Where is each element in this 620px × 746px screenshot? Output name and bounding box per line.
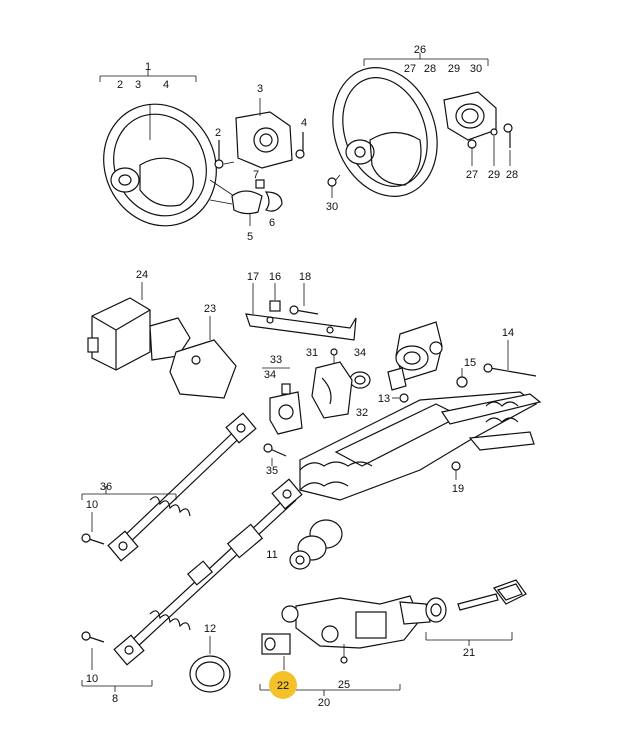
lock-cylinder-part-21 xyxy=(425,579,527,646)
ignition-lock-assembly-part-20 xyxy=(259,595,431,696)
tie-rod-boot xyxy=(485,401,519,423)
callout-labels: 1 2 3 4 3 2 4 7 5 6 26 27 28 29 30 30 27… xyxy=(86,44,518,709)
bolt-part-19 xyxy=(451,461,461,480)
callout-26: 26 xyxy=(414,44,426,56)
callout-14: 14 xyxy=(502,327,514,339)
callout-27-top: 27 xyxy=(404,63,416,75)
callout-3-top: 3 xyxy=(135,79,141,91)
callout-6: 6 xyxy=(269,217,275,229)
bracket-part-32 xyxy=(311,361,353,419)
ignition-switch-part-22 xyxy=(261,633,291,670)
steering-wheel-assembly-26 xyxy=(327,53,489,198)
callout-2-top: 2 xyxy=(117,79,123,91)
callout-34: 34 xyxy=(354,347,366,359)
nut-part-16 xyxy=(269,283,281,312)
horn-bracket-part xyxy=(235,98,293,169)
callout-19: 19 xyxy=(452,483,464,495)
screw-part-2 xyxy=(214,140,235,169)
callout-30: 30 xyxy=(326,201,338,213)
bolt-part-18 xyxy=(289,283,319,315)
contact-part-7 xyxy=(255,179,265,189)
callout-28: 28 xyxy=(506,169,518,181)
bolt-part-10-lower xyxy=(81,631,105,670)
cam-part-6 xyxy=(264,191,283,212)
steering-shaft-part-8 xyxy=(81,478,303,692)
callout-1: 1 xyxy=(145,61,151,73)
nut-part-13 xyxy=(392,393,409,403)
callout-2: 2 xyxy=(215,127,221,139)
callout-4: 4 xyxy=(301,117,307,129)
bolt-part-10-upper xyxy=(81,512,105,545)
callout-25: 25 xyxy=(338,679,350,691)
airbag-bracket-part-27 xyxy=(443,91,497,166)
callout-10-lower: 10 xyxy=(86,673,98,685)
callout-10-upper: 10 xyxy=(86,499,98,511)
cap-part-12 xyxy=(189,636,231,693)
callout-31: 31 xyxy=(306,347,318,359)
callout-32: 32 xyxy=(356,407,368,419)
support-bar-part-17 xyxy=(245,283,357,341)
callout-24: 24 xyxy=(136,269,148,281)
callout-34-bracket: 34 xyxy=(264,369,276,381)
screw-part-4 xyxy=(295,132,305,159)
slip-ring-part-5 xyxy=(209,190,263,226)
steering-rack-assembly xyxy=(299,321,542,501)
callout-27: 27 xyxy=(466,169,478,181)
callout-11: 11 xyxy=(266,549,277,561)
callout-33: 33 xyxy=(270,354,282,366)
control-unit-part-24 xyxy=(87,282,151,371)
highlight-marker xyxy=(269,671,297,699)
callout-29-top: 29 xyxy=(448,63,460,75)
screw-part-31 xyxy=(330,348,338,364)
screw-part-29 xyxy=(490,128,498,166)
callout-17: 17 xyxy=(247,271,259,283)
bracket-part-33 xyxy=(262,367,303,435)
bracket-part-23 xyxy=(149,316,237,399)
rack-boot xyxy=(299,461,373,491)
nut-part-15 xyxy=(456,368,468,388)
callout-18: 18 xyxy=(299,271,311,283)
callout-16: 16 xyxy=(269,271,281,283)
callout-28-top: 28 xyxy=(424,63,436,75)
callout-5: 5 xyxy=(247,231,253,243)
callout-7: 7 xyxy=(253,169,259,181)
intermediate-shaft-part-36 xyxy=(81,412,257,562)
bolt-part-35 xyxy=(263,443,287,466)
rubber-boot-part-11 xyxy=(289,519,343,570)
callout-3: 3 xyxy=(257,83,263,95)
callout-30-top: 30 xyxy=(470,63,482,75)
callout-8: 8 xyxy=(112,693,118,705)
callout-35: 35 xyxy=(266,465,278,477)
screw-part-28 xyxy=(503,123,513,166)
callout-22: 22 xyxy=(277,680,289,692)
callout-13: 13 xyxy=(378,393,390,405)
callout-4-top: 4 xyxy=(163,79,169,91)
callout-36: 36 xyxy=(100,481,112,493)
callout-29: 29 xyxy=(488,169,500,181)
callout-21: 21 xyxy=(463,647,475,659)
clamp-part-34 xyxy=(349,371,371,389)
callout-15: 15 xyxy=(464,357,476,369)
steering-wheel-assembly-1 xyxy=(99,70,241,227)
callout-20: 20 xyxy=(318,697,330,709)
callout-12: 12 xyxy=(204,623,216,635)
bolt-part-14 xyxy=(483,340,537,377)
callout-23: 23 xyxy=(204,303,216,315)
